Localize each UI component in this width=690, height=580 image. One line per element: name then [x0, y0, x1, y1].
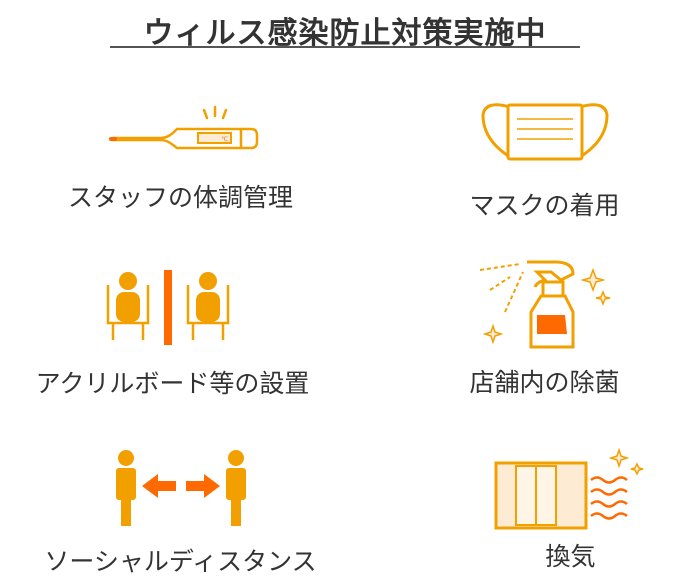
social-distance-icon — [115, 450, 246, 526]
thermometer-icon: ℃ — [108, 105, 258, 150]
spray-bottle-icon — [479, 260, 610, 349]
item-label: ソーシャルディスタンス — [44, 547, 317, 576]
item-label: スタッフの体調管理 — [67, 183, 293, 212]
celsius-unit: ℃ — [221, 136, 228, 143]
item-label: 換気 — [545, 542, 596, 571]
item-staff-health: ℃ スタッフの体調管理 — [8, 100, 353, 214]
item-social-distance: ソーシャルディスタンス — [8, 448, 353, 578]
item-disinfection: 店舗内の除菌 — [372, 252, 690, 399]
item-ventilation: 換気 — [398, 448, 690, 573]
mask-icon — [480, 103, 609, 161]
ventilation-icon — [494, 448, 643, 530]
page-title: ウィルス感染防止対策実施中 — [143, 16, 547, 51]
title-underline — [110, 46, 580, 48]
item-label: マスクの着用 — [469, 191, 620, 220]
item-mask: マスクの着用 — [372, 95, 690, 222]
item-acrylic-board: アクリルボード等の設置 — [0, 265, 345, 400]
item-label: アクリルボード等の設置 — [35, 369, 310, 398]
item-label: 店舗内の除菌 — [469, 368, 620, 397]
acrylic-board-icon — [106, 270, 229, 345]
